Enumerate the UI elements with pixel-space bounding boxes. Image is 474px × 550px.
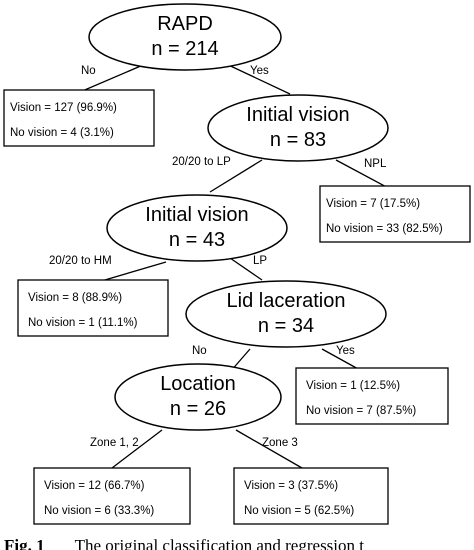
leaf-rapd-no: Vision = 127 (96.9%) No vision = 4 (3.1%…: [3, 89, 155, 147]
edge-label-rapd-yes: Yes: [250, 65, 269, 77]
edge-label-iv2-right: LP: [253, 255, 267, 267]
leaf-zone3: Vision = 3 (37.5%) No vision = 5 (62.5%): [233, 467, 389, 525]
node-initial-vision-2-title: Initial vision: [145, 204, 248, 226]
node-location-title: Location: [160, 373, 236, 395]
leaf-zone12-vision: Vision = 12 (66.7%): [44, 480, 145, 492]
leaf-zone12-no-vision: No vision = 6 (33.3%): [44, 505, 154, 517]
node-location: Location n = 26: [114, 363, 282, 431]
node-rapd-title: RAPD: [157, 13, 213, 35]
node-rapd-count: n = 214: [151, 38, 218, 60]
figure-caption: Fig. 1 The original classification and r…: [4, 536, 364, 550]
leaf-rapd-no-vision: Vision = 127 (96.9%): [10, 102, 117, 114]
edge-label-loc-left: Zone 1, 2: [90, 437, 139, 449]
node-initial-vision-1-count: n = 83: [270, 129, 326, 151]
node-initial-vision-1: Initial vision n = 83: [207, 94, 389, 162]
edge-label-lid-yes: Yes: [336, 345, 355, 357]
edge-label-lid-no: No: [192, 345, 207, 357]
node-lid-laceration: Lid laceration n = 34: [185, 280, 387, 348]
figure-caption-text: The original classification and regressi…: [75, 536, 365, 550]
node-lid-laceration-count: n = 34: [258, 315, 314, 337]
node-location-count: n = 26: [170, 398, 226, 420]
node-initial-vision-2: Initial vision n = 43: [106, 194, 288, 262]
leaf-zone3-vision: Vision = 3 (37.5%): [244, 480, 338, 492]
node-rapd: RAPD n = 214: [88, 3, 282, 71]
edge-lid-yes-line: [321, 348, 361, 371]
edge-label-iv1-left: 20/20 to LP: [172, 156, 231, 168]
leaf-lid-yes-vision: Vision = 1 (12.5%): [306, 380, 400, 392]
leaf-lid-yes-no-vision: No vision = 7 (87.5%): [306, 405, 416, 417]
node-initial-vision-1-title: Initial vision: [246, 104, 349, 126]
edge-rapd-yes-line: [221, 61, 291, 95]
edge-label-iv2-left: 20/20 to HM: [49, 255, 112, 267]
leaf-hm-vision: Vision = 8 (88.9%): [28, 292, 122, 304]
edge-rapd-no-line: [79, 61, 151, 93]
edge-label-rapd-no: No: [81, 65, 96, 77]
leaf-hm-no-vision: No vision = 1 (11.1%): [28, 317, 138, 329]
edge-iv2-left-line: [97, 261, 167, 283]
leaf-zone12: Vision = 12 (66.7%) No vision = 6 (33.3%…: [33, 467, 191, 525]
edge-label-loc-right: Zone 3: [262, 437, 298, 449]
leaf-rapd-no-no-vision: No vision = 4 (3.1%): [10, 127, 114, 139]
leaf-lid-yes: Vision = 1 (12.5%) No vision = 7 (87.5%): [295, 367, 449, 425]
node-lid-laceration-title: Lid laceration: [227, 290, 346, 312]
leaf-zone3-no-vision: No vision = 5 (62.5%): [244, 505, 354, 517]
node-initial-vision-2-count: n = 43: [169, 229, 225, 251]
leaf-npl-no-vision: No vision = 33 (82.5%): [326, 223, 443, 235]
edge-loc-right-line: [235, 429, 303, 469]
tree-connectors: [79, 61, 393, 469]
leaf-npl: Vision = 7 (17.5%) No vision = 33 (82.5%…: [319, 185, 471, 243]
figure-caption-label: Fig. 1: [4, 536, 45, 550]
edge-iv1-right-line: [335, 159, 393, 191]
leaf-hm: Vision = 8 (88.9%) No vision = 1 (11.1%): [17, 279, 169, 337]
edge-iv1-left-line: [209, 159, 263, 193]
edge-loc-left-line: [111, 429, 163, 469]
leaf-npl-vision: Vision = 7 (17.5%): [326, 198, 420, 210]
edge-label-iv1-right: NPL: [364, 158, 387, 170]
edge-iv2-right-line: [229, 257, 263, 281]
